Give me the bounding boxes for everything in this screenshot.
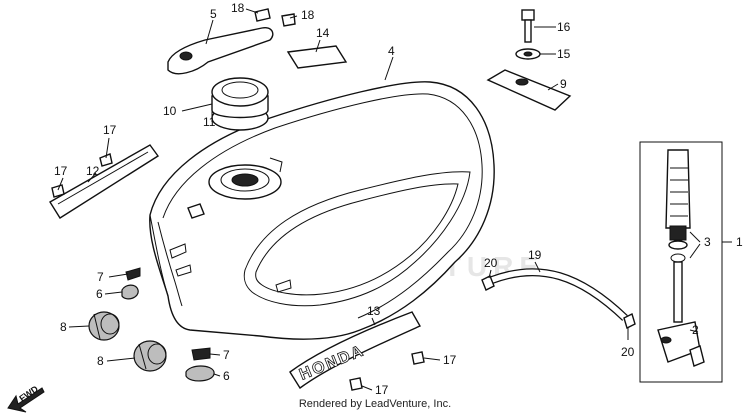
callout-19: 19 (528, 248, 542, 262)
callout-10: 10 (163, 104, 177, 118)
callout-20-left: 20 (484, 256, 498, 270)
callout-3: 3 (704, 235, 711, 249)
rubber-cushion-upper (125, 267, 141, 281)
callout-17-left: 17 (54, 164, 68, 178)
grommet-lower (185, 365, 215, 382)
callout-7-upper: 7 (97, 270, 104, 284)
callout-14: 14 (316, 26, 330, 40)
callout-18-right: 18 (301, 8, 315, 22)
callout-8-upper: 8 (60, 320, 67, 334)
callout-11: 11 (203, 115, 216, 129)
callout-6-lower: 6 (223, 369, 230, 383)
callout-8-lower: 8 (97, 354, 104, 368)
callout-13: 13 (367, 304, 381, 318)
callout-numbers: 5 18 18 14 4 10 11 17 17 12 7 6 8 8 7 6 … (54, 1, 743, 397)
fuel-tank (149, 81, 495, 340)
rubber-cushion-lower (191, 347, 211, 361)
callout-17-top: 17 (103, 123, 117, 137)
callout-17-bottom: 17 (375, 383, 389, 397)
leader-lines (57, 8, 732, 391)
rear-mount-parts (486, 9, 572, 111)
callout-6-upper: 6 (96, 287, 103, 301)
callout-15: 15 (557, 47, 571, 61)
side-strip (49, 144, 160, 219)
footer-credit: Rendered by LeadVenture, Inc. (298, 398, 452, 410)
callout-9: 9 (560, 77, 567, 91)
emblem-screw-right (411, 351, 425, 365)
fuel-cock-assembly (639, 141, 723, 383)
fuel-hose (481, 268, 636, 329)
hinge-bracket (167, 8, 296, 75)
tank-cushion-rear (133, 340, 167, 372)
callout-20-right: 20 (621, 345, 635, 359)
callout-7-lower: 7 (223, 348, 230, 362)
callout-4: 4 (388, 44, 395, 58)
callout-18-left: 18 (231, 1, 245, 15)
label-sticker (286, 45, 348, 69)
callout-2: 2 (692, 323, 699, 337)
callout-17-right: 17 (443, 353, 457, 367)
fuel-cap (211, 77, 269, 131)
emblem-screw-bottom (349, 377, 363, 391)
callout-1: 1 (736, 235, 743, 249)
grommet-upper (121, 284, 139, 300)
tank-cushion-front (88, 311, 120, 341)
callout-16: 16 (557, 20, 571, 34)
callout-12: 12 (86, 164, 100, 178)
callout-5: 5 (210, 7, 217, 21)
